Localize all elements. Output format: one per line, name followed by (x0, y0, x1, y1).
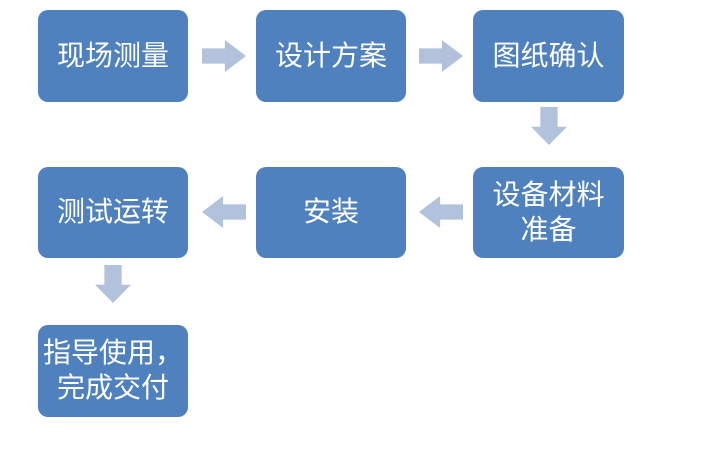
flow-step-guide-use-delivery: 指导使用， 完成交付 (38, 325, 188, 417)
flow-step-test-operation: 测试运转 (38, 167, 188, 258)
flow-step-label: 指导使用， 完成交付 (42, 338, 183, 404)
flow-step-design-plan: 设计方案 (256, 10, 406, 102)
block-arrow-right-icon (419, 40, 463, 72)
block-arrow-right-icon (202, 40, 246, 72)
block-arrow-down-icon (95, 265, 131, 303)
flow-step-equipment-material-prep: 设备材料 准备 (473, 167, 624, 258)
flow-step-drawing-confirmation: 图纸确认 (473, 10, 624, 102)
flow-step-label: 现场测量 (56, 40, 169, 72)
block-arrow-left-icon (202, 196, 246, 228)
flow-step-installation: 安装 (256, 167, 406, 258)
flow-step-site-measurement: 现场测量 (38, 10, 188, 102)
flow-step-label: 设备材料 准备 (492, 179, 605, 246)
flow-step-label: 测试运转 (56, 197, 169, 228)
block-arrow-left-icon (419, 196, 463, 228)
flow-step-label: 设计方案 (274, 40, 387, 72)
block-arrow-down-icon (531, 107, 567, 145)
flow-step-label: 安装 (302, 197, 359, 228)
flow-step-label: 图纸确认 (492, 40, 605, 72)
